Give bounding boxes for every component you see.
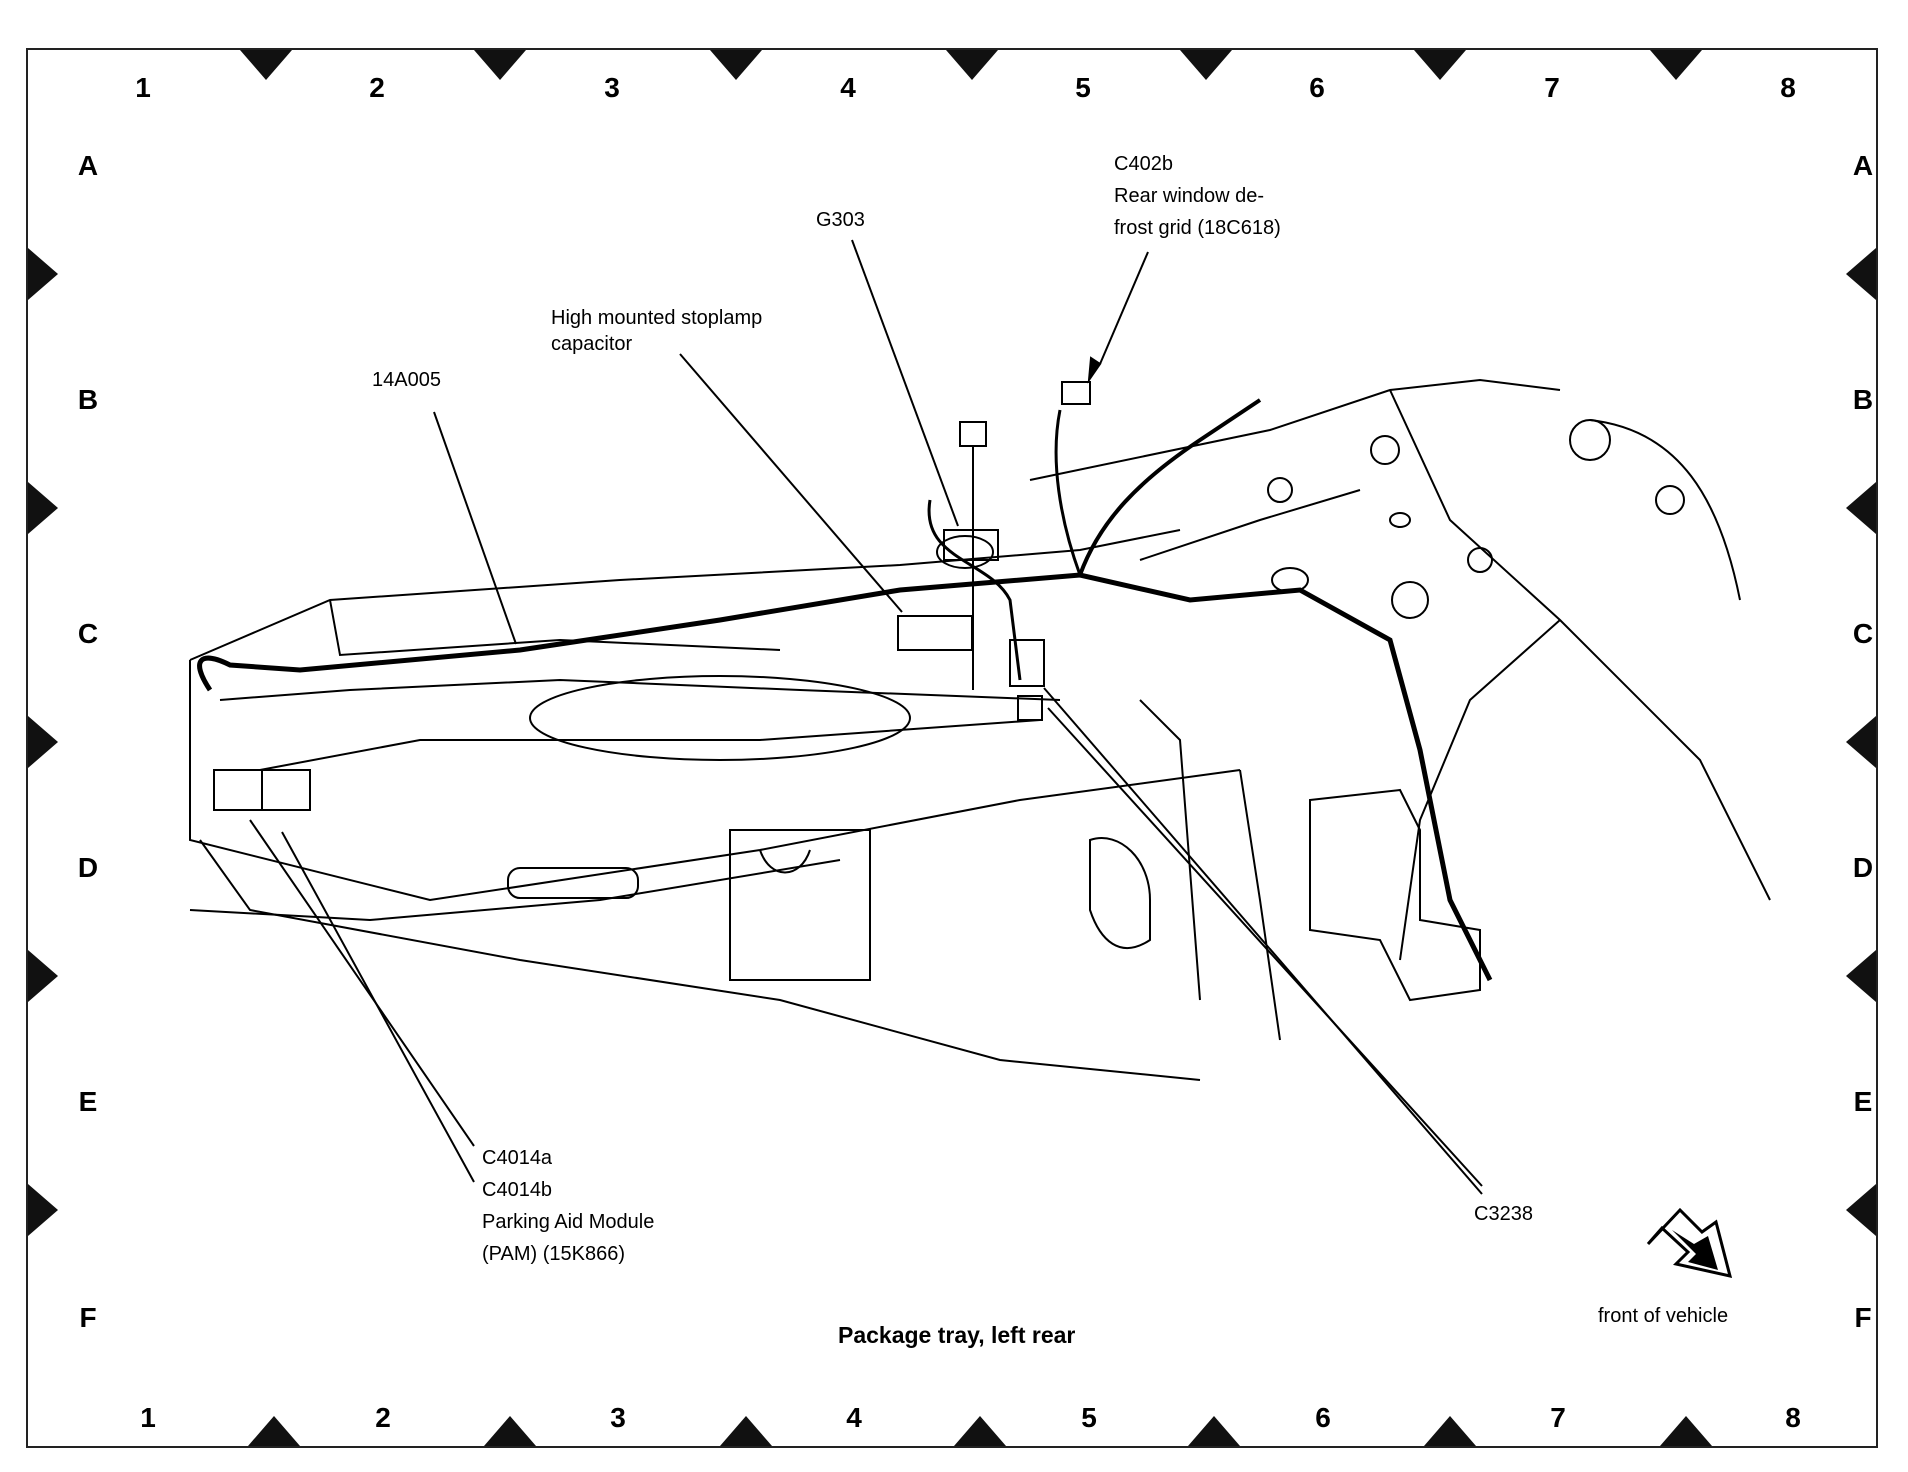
column-label-bottom-7: 7: [1550, 1402, 1566, 1433]
grid-marker-left-2: [28, 482, 58, 534]
diagram-frame: [26, 48, 1878, 1448]
row-label-f: F: [79, 1302, 97, 1333]
row-label-a: A: [77, 150, 99, 181]
column-label-bottom-3: 3: [610, 1402, 626, 1433]
callout-defrost-grid-line3: frost grid (18C618): [1114, 217, 1281, 239]
row-label-right-e: E: [1853, 1086, 1873, 1117]
grid-marker-left-3: [28, 716, 58, 768]
row-label-right-d: D: [1852, 852, 1874, 883]
callout-pam-line1: C4014a: [482, 1147, 553, 1169]
column-label-4: 4: [840, 72, 856, 103]
front-arrow-icon: [1646, 1207, 1733, 1278]
callout-connector-c3238: C3238: [1474, 1203, 1533, 1225]
grid-marker-bottom-5: [1188, 1416, 1240, 1446]
row-label-c: C: [77, 618, 99, 649]
row-label-e: E: [78, 1086, 98, 1117]
grid-marker-bottom-1: [248, 1416, 300, 1446]
column-label-8: 8: [1780, 72, 1796, 103]
column-label-bottom-4: 4: [846, 1402, 862, 1433]
grid-marker-bottom-4: [954, 1416, 1006, 1446]
callout-defrost-grid-line2: Rear window de-: [1114, 185, 1265, 207]
grid-marker-left-1: [28, 248, 58, 300]
grid-marker-left-5: [28, 1184, 58, 1236]
column-label-bottom-1: 1: [140, 1402, 156, 1433]
grid-marker-bottom-6: [1424, 1416, 1476, 1446]
column-label-6: 6: [1309, 72, 1325, 103]
body-structure: [189, 378, 1771, 1081]
row-label-d: D: [77, 852, 99, 883]
callout-defrost-grid-line1: C402b: [1114, 153, 1173, 175]
column-label-2: 2: [369, 72, 385, 103]
column-label-3: 3: [604, 72, 620, 103]
grid-marker-bottom-7: [1660, 1416, 1712, 1446]
column-label-bottom-8: 8: [1785, 1402, 1801, 1433]
callout-ground-g303: G303: [816, 209, 865, 231]
callout-harness-14a005: 14A005: [372, 369, 441, 391]
column-label-bottom-5: 5: [1081, 1402, 1097, 1433]
grid-markers: [28, 50, 1876, 1446]
grid-marker-right-3: [1846, 716, 1876, 768]
column-label-1: 1: [135, 72, 151, 103]
callout-stoplamp-capacitor-line1: High mounted stoplamp: [551, 307, 763, 329]
grid-marker-right-5: [1846, 1184, 1876, 1236]
callout-parking-aid-module: C4014a C4014b Parking Aid Module (PAM) (…: [482, 1142, 654, 1270]
column-label-bottom-2: 2: [375, 1402, 391, 1433]
grid-marker-bottom-3: [720, 1416, 772, 1446]
front-of-vehicle-label: front of vehicle: [1598, 1305, 1729, 1327]
callout-leaders: [249, 239, 1483, 1195]
row-label-right-b: B: [1852, 384, 1874, 415]
grid-marker-left-4: [28, 950, 58, 1002]
grid-marker-right-2: [1846, 482, 1876, 534]
callout-pam-line2: C4014b: [482, 1179, 553, 1201]
grid-marker-top-6: [1414, 50, 1466, 80]
grid-marker-right-1: [1846, 248, 1876, 300]
callout-stoplamp-capacitor: High mounted stoplamp capacitor: [551, 302, 762, 360]
row-label-b: B: [77, 384, 99, 415]
grid-marker-top-7: [1650, 50, 1702, 80]
grid-marker-top-5: [1180, 50, 1232, 80]
row-label-right-a: A: [1852, 150, 1874, 181]
grid-marker-top-2: [474, 50, 526, 80]
grid-marker-right-4: [1846, 950, 1876, 1002]
column-label-bottom-6: 6: [1315, 1402, 1331, 1433]
grid-marker-top-1: [240, 50, 292, 80]
callout-defrost-grid: C402b Rear window de- frost grid (18C618…: [1114, 148, 1281, 244]
column-label-5: 5: [1075, 72, 1091, 103]
grid-marker-bottom-2: [484, 1416, 536, 1446]
grid-marker-top-4: [946, 50, 998, 80]
column-label-7: 7: [1544, 72, 1560, 103]
diagram-title: Package tray, left rear: [838, 1322, 1076, 1348]
row-label-right-c: C: [1852, 618, 1874, 649]
callout-stoplamp-capacitor-line2: capacitor: [551, 333, 633, 355]
callout-pam-line3: Parking Aid Module: [482, 1211, 655, 1233]
grid-marker-top-3: [710, 50, 762, 80]
callout-pam-line4: (PAM) (15K866): [482, 1243, 626, 1265]
row-label-right-f: F: [1854, 1302, 1872, 1333]
